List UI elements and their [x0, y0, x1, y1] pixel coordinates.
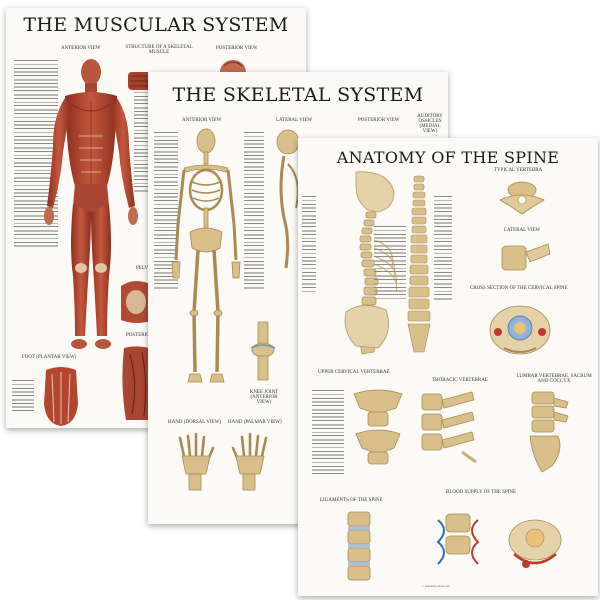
spine-mid-leaders	[374, 226, 406, 302]
thoracic-vertebrae-icon	[421, 391, 477, 464]
lateral-vertebra-icon	[501, 243, 551, 271]
skeletal-hand-dorsal-label: HAND (DORSAL VIEW)	[168, 420, 222, 425]
skeletal-hand-palmar-label: HAND (PALMAR VIEW)	[228, 420, 282, 425]
hand-dorsal-icon	[178, 432, 215, 491]
muscular-pelvic-label: PELVIC	[136, 266, 154, 271]
spine-typical-label: TYPICAL VERTEBRA	[494, 168, 543, 173]
spine-lateral-label: LATERAL VIEW	[504, 228, 541, 233]
spine-footer-text: © anatomyposters.com	[422, 584, 450, 588]
muscular-anterior-label: ANTERIOR VIEW	[61, 46, 101, 51]
spine-ligaments-icon	[347, 511, 371, 581]
spine-right-leaders	[434, 196, 452, 302]
muscular-structure-label: STRUCTURE OF A SKELETAL MUSCLE	[125, 45, 193, 55]
spine-anatomy-poster: ANATOMY OF THE SPINE	[298, 138, 598, 596]
skeletal-posterior-label: POSTERIOR VIEW	[358, 118, 400, 123]
skeletal-left-leaders	[154, 132, 178, 291]
foot-leaders	[12, 380, 34, 414]
foot-plantar-icon	[44, 367, 78, 426]
cervical-cross-section-icon	[489, 305, 551, 355]
muscular-poster-title: THE MUSCULAR SYSTEM	[23, 14, 289, 36]
blood-cross-section-icon	[508, 519, 562, 568]
skeletal-auditory-label: AUDITORY OSSICLES (MEDIAL VIEW)	[417, 114, 443, 134]
anterior-spine-icon	[407, 175, 431, 353]
spine-cross-section-label: CROSS SECTION OF THE CERVICAL SPINE	[470, 286, 568, 291]
upper-cervical-icon	[353, 389, 403, 465]
skeletal-mid-leaders	[244, 132, 264, 291]
muscular-foot-label: FOOT (PLANTAR VIEW)	[22, 355, 77, 360]
spine-lumbar-label: LUMBAR VERTEBRAE, SACRUM AND COCCYX	[516, 374, 592, 384]
muscular-left-leaders	[14, 60, 58, 249]
lumbar-sacrum-icon	[529, 391, 569, 473]
spine-upper-cervical-label: UPPER CERVICAL VERTEBRAE	[318, 370, 390, 375]
skeleton-figure-icon	[171, 128, 241, 383]
knee-joint-icon	[250, 321, 276, 381]
skeletal-lateral-label: LATERAL VIEW	[276, 118, 313, 123]
muscular-posterior-short-label: POSTERIOR A	[126, 333, 158, 338]
spine-poster-title: ANATOMY OF THE SPINE	[336, 148, 560, 167]
blood-supply-icon	[436, 513, 480, 565]
muscular-posterior-label: POSTERIOR VIEW	[216, 46, 258, 51]
skeletal-knee-label: KNEE JOINT (ANTERIOR VIEW)	[249, 390, 279, 405]
skeletal-poster-title: THE SKELETAL SYSTEM	[172, 84, 424, 106]
spine-ligaments-label: LIGAMENTS OF THE SPINE	[320, 498, 383, 503]
spine-left-leaders	[302, 196, 316, 294]
muscle-figure-icon	[44, 59, 138, 349]
posterior-muscles-icon	[122, 346, 156, 420]
hand-palmar-icon	[231, 432, 268, 491]
pelvic-muscles-icon	[121, 281, 154, 323]
spine-thoracic-label: THORACIC VERTEBRAE	[432, 378, 488, 383]
lateral-skeleton-icon	[276, 129, 300, 269]
spine-blood-label: BLOOD SUPPLY OF THE SPINE	[446, 490, 517, 495]
upper-cervical-leaders	[312, 390, 344, 477]
skeletal-anterior-label: ANTERIOR VIEW	[182, 118, 222, 123]
typical-vertebra-icon	[499, 181, 545, 215]
